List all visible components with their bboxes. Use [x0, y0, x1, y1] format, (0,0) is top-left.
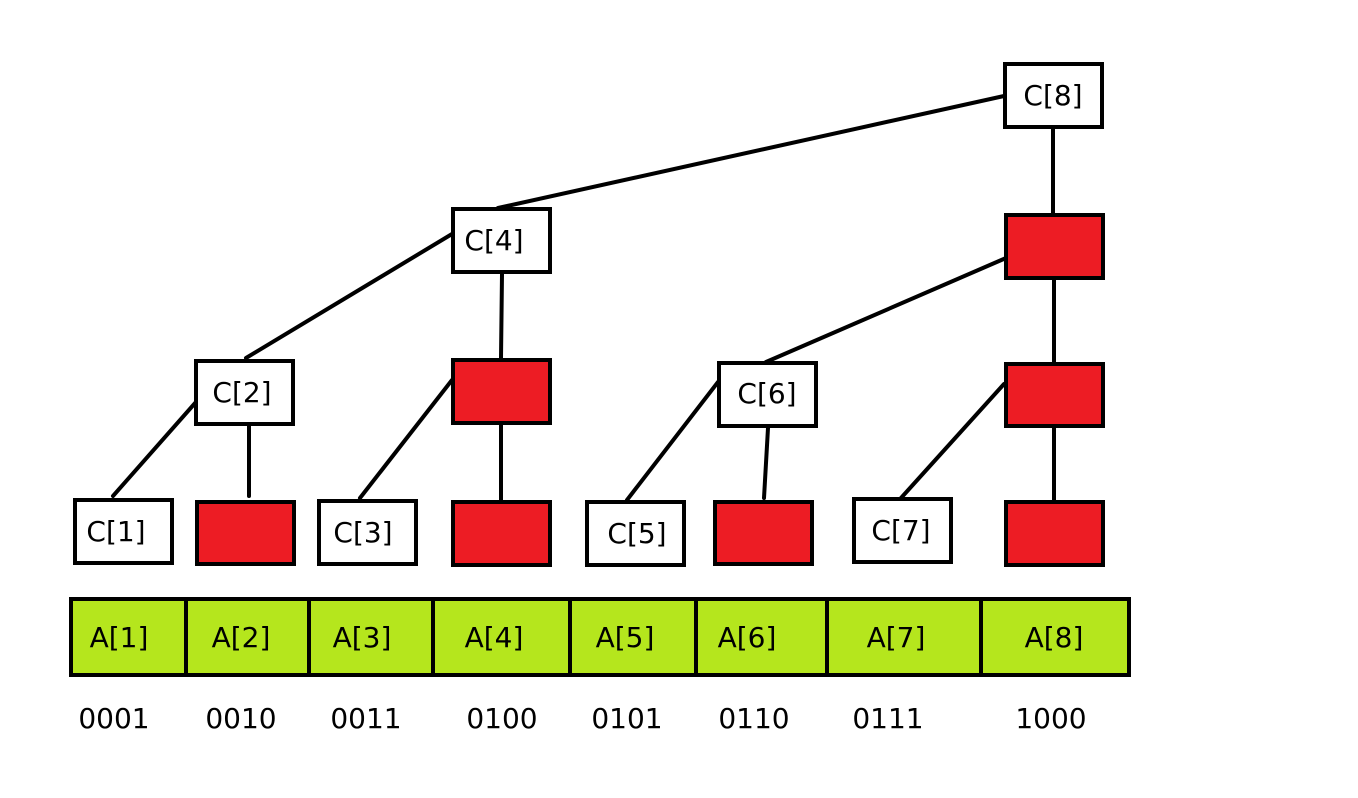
- binary-label-7: 0111: [852, 702, 923, 735]
- node-c7: C[7]: [852, 497, 953, 564]
- array-cell-a2: A[2]: [212, 621, 271, 654]
- array-row: A[1] A[2] A[3] A[4] A[5] A[6] A[7] A[8]: [69, 597, 1131, 677]
- edge-c4-placeholder: [499, 272, 504, 360]
- node-c1-label: C[1]: [86, 515, 145, 548]
- binary-label-3: 0011: [330, 702, 401, 735]
- c-nodes: C[8] C[4] C[2] C[6] C[1] C[3] C[5] C[7]: [73, 62, 1104, 567]
- node-c5: C[5]: [585, 500, 686, 567]
- node-c3: C[3]: [317, 499, 418, 566]
- node-c2: C[2]: [194, 359, 295, 426]
- node-c2-label: C[2]: [212, 376, 271, 409]
- node-c4: C[4]: [451, 207, 552, 274]
- placeholder-bottom-4: [451, 500, 552, 567]
- placeholder-bottom-2: [195, 500, 296, 566]
- array-cell-a7: A[7]: [867, 621, 926, 654]
- binary-label-1: 0001: [78, 702, 149, 735]
- placeholder-right-mid: [1004, 362, 1105, 428]
- node-c8-box: [1003, 62, 1104, 129]
- placeholder-right-top: [1004, 213, 1105, 280]
- node-c1-box: [73, 498, 174, 565]
- node-c5-box: [585, 500, 686, 567]
- node-c4-box: [451, 207, 552, 274]
- node-c1: C[1]: [73, 498, 174, 565]
- edge-c8-c4: [496, 94, 1006, 210]
- node-c7-label: C[7]: [871, 514, 930, 547]
- node-c3-box: [317, 499, 418, 566]
- binary-label-5: 0101: [591, 702, 662, 735]
- node-c7-box: [852, 497, 953, 564]
- array-cell-a1: A[1]: [90, 621, 149, 654]
- binary-label-4: 0100: [466, 702, 537, 735]
- node-c3-label: C[3]: [333, 516, 392, 549]
- node-c5-label: C[5]: [607, 517, 666, 550]
- edge-right-top-c6: [764, 256, 1008, 364]
- binary-label-6: 0110: [718, 702, 789, 735]
- node-c8: C[8]: [1003, 62, 1104, 129]
- node-c6-label: C[6]: [737, 377, 796, 410]
- placeholder-mid-left: [451, 358, 552, 425]
- edge-c4-c2: [244, 232, 454, 360]
- array-cell-a6: A[6]: [718, 621, 777, 654]
- binary-label-8: 1000: [1015, 702, 1086, 735]
- array-cell-a5: A[5]: [596, 621, 655, 654]
- node-c6: C[6]: [717, 361, 818, 428]
- edge-c6-placeholder: [762, 426, 770, 500]
- edge-c6-c5: [625, 380, 720, 502]
- node-c2-box: [194, 359, 295, 426]
- array-cell-a4: A[4]: [465, 621, 524, 654]
- placeholder-bottom-6: [713, 500, 814, 566]
- placeholder-nodes: [195, 213, 1105, 567]
- binary-labels: 0001 0010 0011 0100 0101 0110 0111 1000: [78, 702, 1086, 735]
- placeholder-bottom-8: [1004, 500, 1105, 567]
- array-cell-a8: A[8]: [1025, 621, 1084, 654]
- edge-right-mid-c7: [899, 382, 1006, 500]
- node-c4-label: C[4]: [464, 224, 523, 257]
- node-c6-box: [717, 361, 818, 428]
- node-c8-label: C[8]: [1023, 79, 1082, 112]
- edge-c2-c1: [111, 400, 198, 498]
- array-cell-a3: A[3]: [333, 621, 392, 654]
- edge-mid-placeholder-c3: [358, 378, 454, 500]
- array-row-outline: [69, 597, 1131, 677]
- binary-label-2: 0010: [205, 702, 276, 735]
- edges: [111, 94, 1056, 504]
